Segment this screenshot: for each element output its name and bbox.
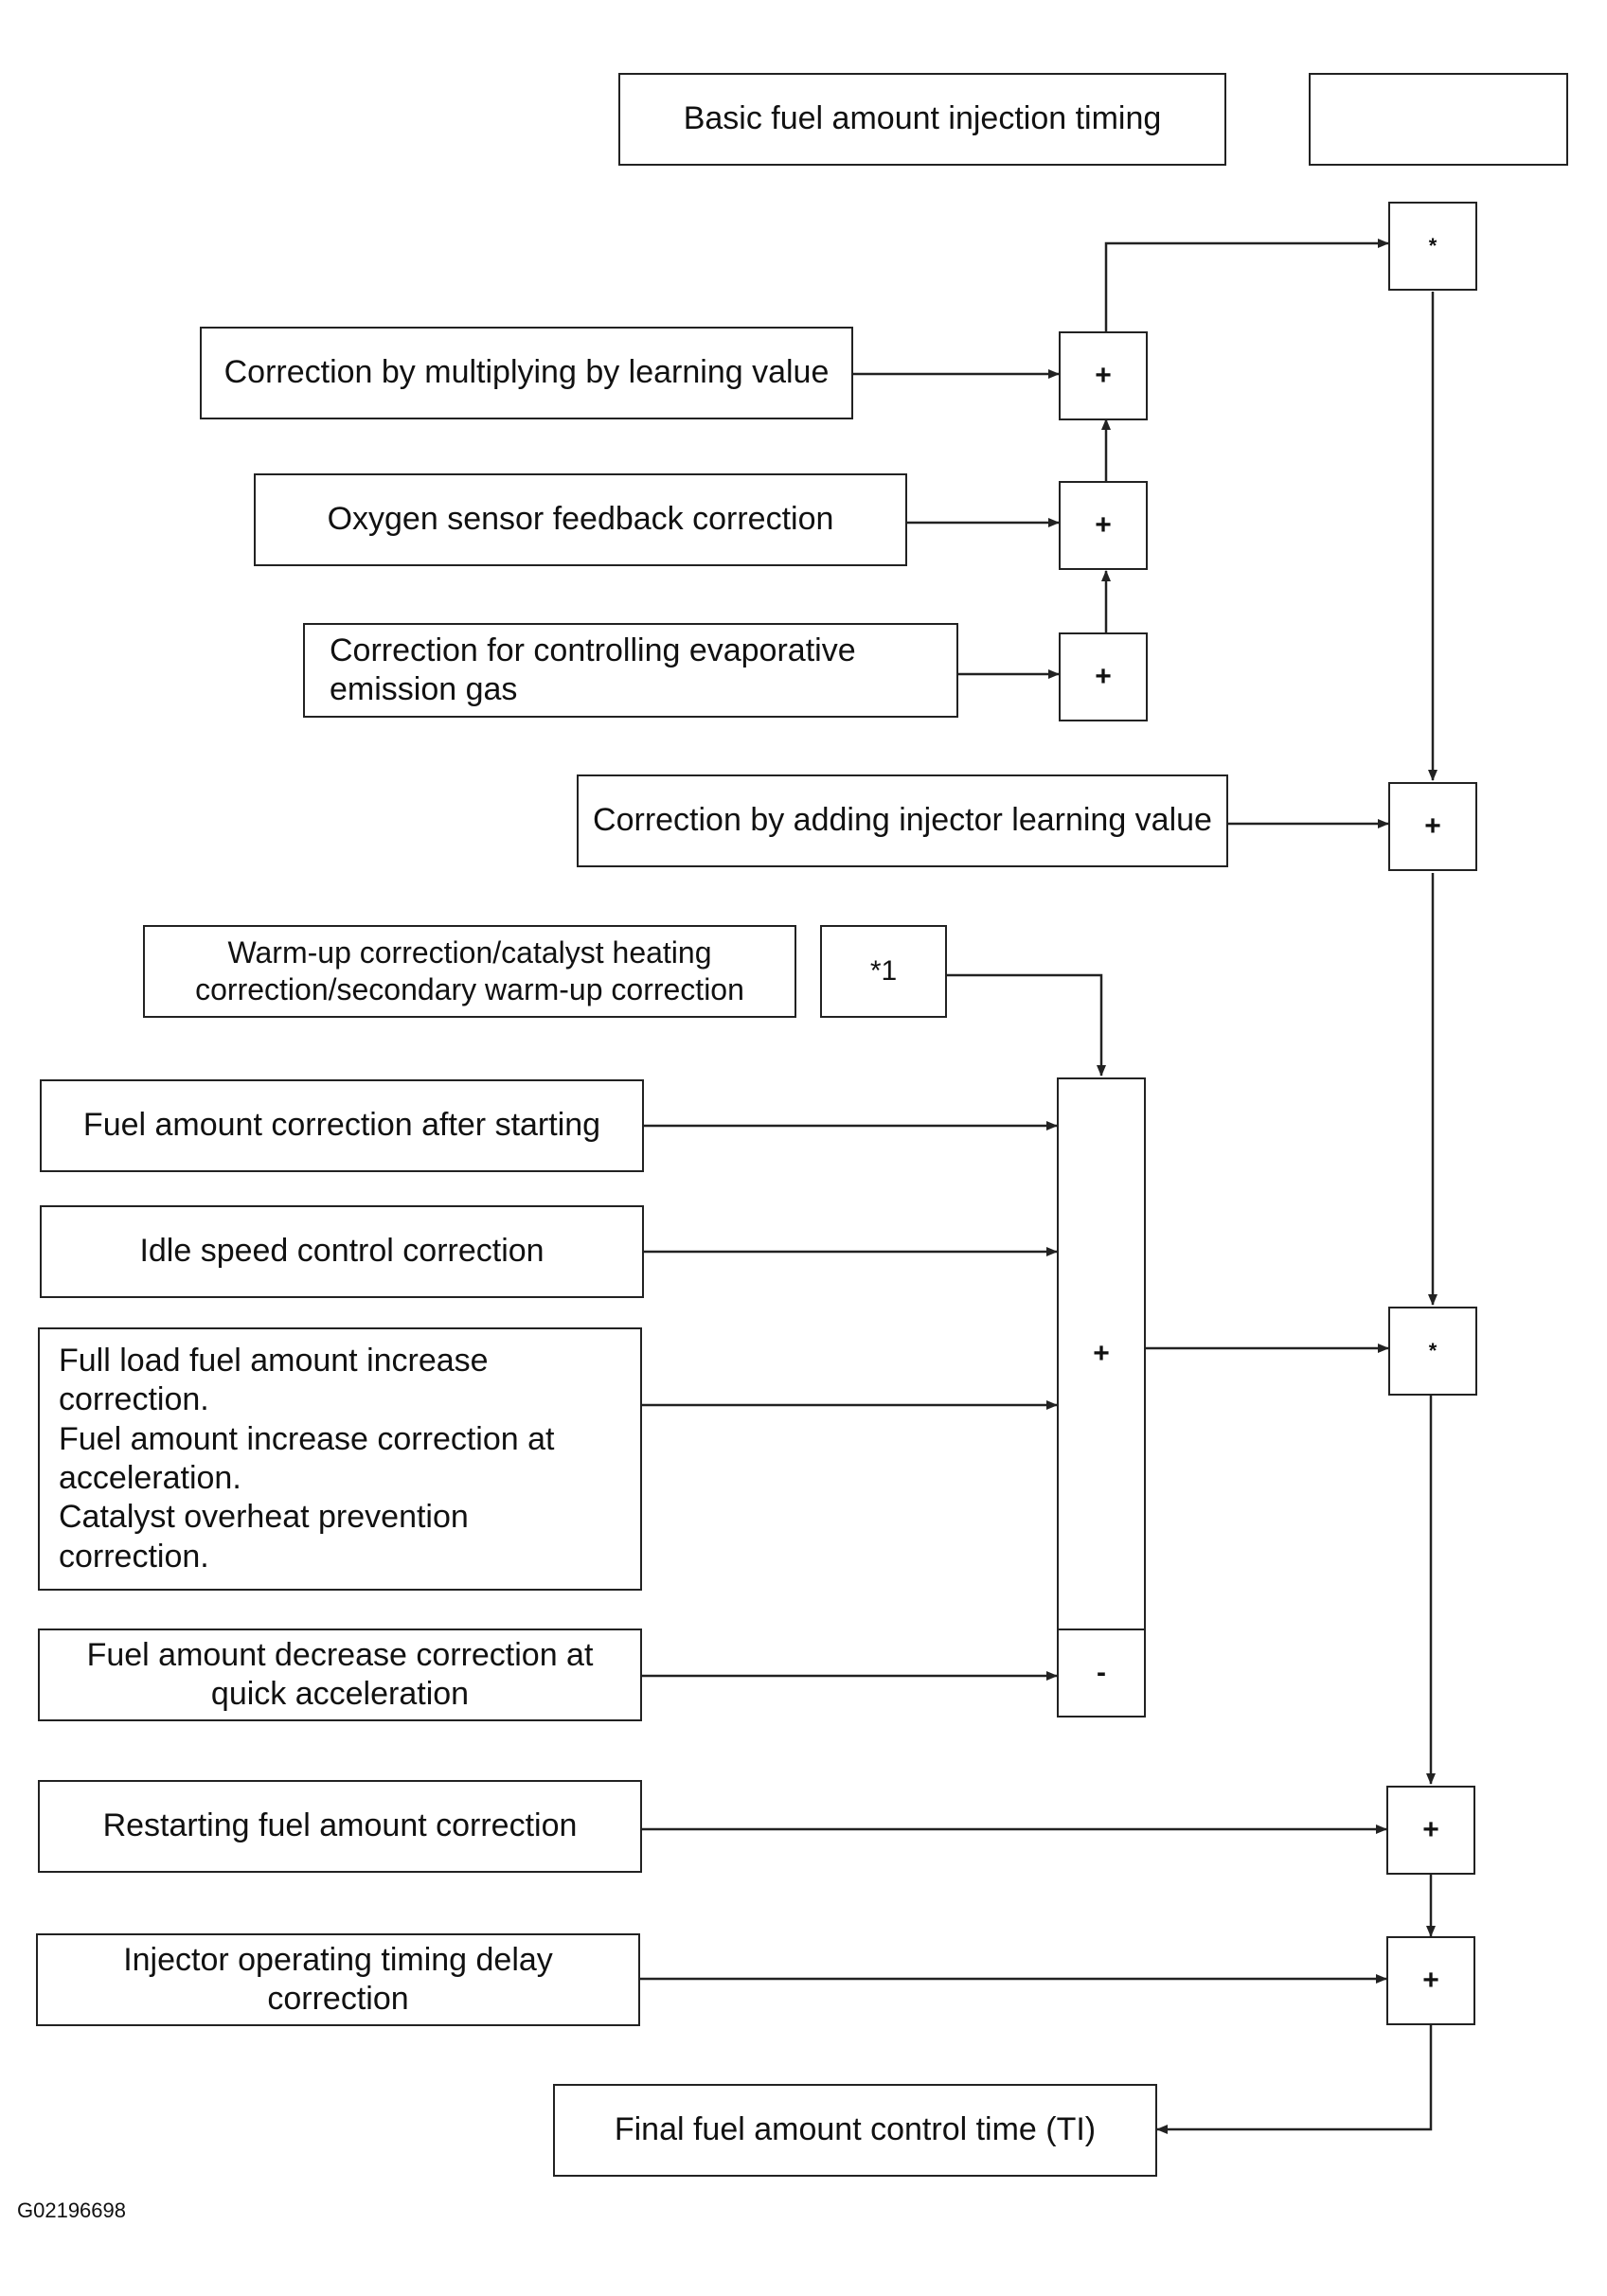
full-load-label: Full load fuel amount increase correctio… [59,1342,555,1575]
plus-symbol: + [1095,509,1112,541]
after-starting-block: Fuel amount correction after starting [40,1079,644,1172]
oxygen-feedback-label: Oxygen sensor feedback correction [327,501,834,538]
plus-symbol: + [1422,1965,1439,1996]
note-ref-label: *1 [869,954,898,987]
idle-speed-label: Idle speed control correction [139,1233,545,1270]
sum-node-injector-learning: + [1388,782,1477,871]
sum-node-restarting: + [1386,1786,1475,1875]
evap-emission-block: Correction for controlling evaporative e… [303,623,958,718]
line-sum-to-final [1156,2025,1433,2134]
plus-symbol: + [1095,360,1112,391]
multiply-node-2: * [1388,1307,1477,1396]
evap-emission-label: Correction for controlling evaporative e… [330,632,856,707]
minus-symbol: - [1097,1657,1106,1688]
multiply-symbol: * [1428,234,1437,258]
note-ref-block: *1 [820,925,947,1018]
injector-learning-label: Correction by adding injector learning v… [593,802,1212,839]
oxygen-feedback-block: Oxygen sensor feedback correction [254,473,907,566]
after-starting-label: Fuel amount correction after starting [82,1107,601,1144]
tall-sum-node: + [1057,1077,1146,1630]
multiply-symbol: * [1428,1339,1437,1362]
restarting-label: Restarting fuel amount correction [102,1807,578,1844]
multiply-node-1: * [1388,202,1477,291]
sum-node-oxygen: + [1059,481,1148,570]
warmup-label: Warm-up correction/catalyst heating corr… [195,934,744,1006]
basic-fuel-block: Basic fuel amount injection timing [618,73,1226,166]
learning-multiply-block: Correction by multiplying by learning va… [200,327,853,419]
line-sum-to-multiply-1 [1104,239,1389,331]
restarting-block: Restarting fuel amount correction [38,1780,642,1873]
injector-learning-block: Correction by adding injector learning v… [577,774,1228,867]
final-block: Final fuel amount control time (TI) [553,2084,1157,2177]
minus-node: - [1057,1629,1146,1718]
plus-symbol: + [1093,1338,1110,1369]
plus-symbol: + [1422,1814,1439,1845]
sum-node-delay: + [1386,1936,1475,2025]
plus-symbol: + [1095,661,1112,692]
line-note-to-tall-sum [947,973,1106,1077]
basic-fuel-label: Basic fuel amount injection timing [683,100,1162,137]
sum-node-evap: + [1059,632,1148,721]
plus-symbol: + [1424,810,1441,842]
injector-delay-label: Injector operating timing delay correcti… [123,1941,553,2017]
blank-block [1309,73,1568,166]
idle-speed-block: Idle speed control correction [40,1205,644,1298]
quick-accel-label: Fuel amount decrease correction at quick… [86,1636,594,1712]
learning-multiply-label: Correction by multiplying by learning va… [223,354,830,391]
warmup-block: Warm-up correction/catalyst heating corr… [143,925,796,1018]
figure-code: G02196698 [17,2198,126,2222]
final-label: Final fuel amount control time (TI) [614,2111,1097,2148]
full-load-block: Full load fuel amount increase correctio… [38,1327,642,1591]
quick-accel-block: Fuel amount decrease correction at quick… [38,1629,642,1721]
injector-delay-block: Injector operating timing delay correcti… [36,1933,640,2026]
sum-node-learning: + [1059,331,1148,420]
